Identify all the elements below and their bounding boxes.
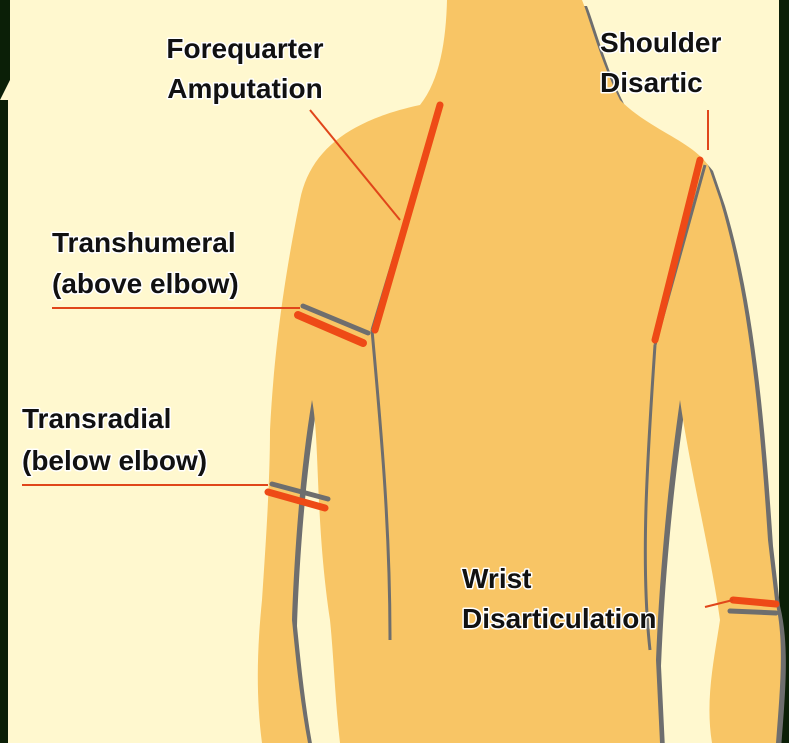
label-wrist-line1: Wrist	[462, 563, 532, 594]
label-shoulder-line1: Shoulder	[600, 27, 721, 58]
label-transradial-line1: Transradial	[22, 403, 171, 434]
label-transhumeral-line2: (above elbow)	[52, 268, 239, 299]
label-shoulder-line2: Disartic	[600, 67, 703, 98]
frame-left-edge	[0, 100, 8, 743]
label-transhumeral-line1: Transhumeral	[52, 227, 236, 258]
wrist-cut-line	[733, 600, 776, 604]
label-wrist-line2: Disarticulation	[462, 603, 656, 634]
label-forequarter-line1: Forequarter	[166, 33, 323, 64]
label-forequarter-line2: Amputation	[167, 73, 323, 104]
label-transradial-line2: (below elbow)	[22, 445, 207, 476]
